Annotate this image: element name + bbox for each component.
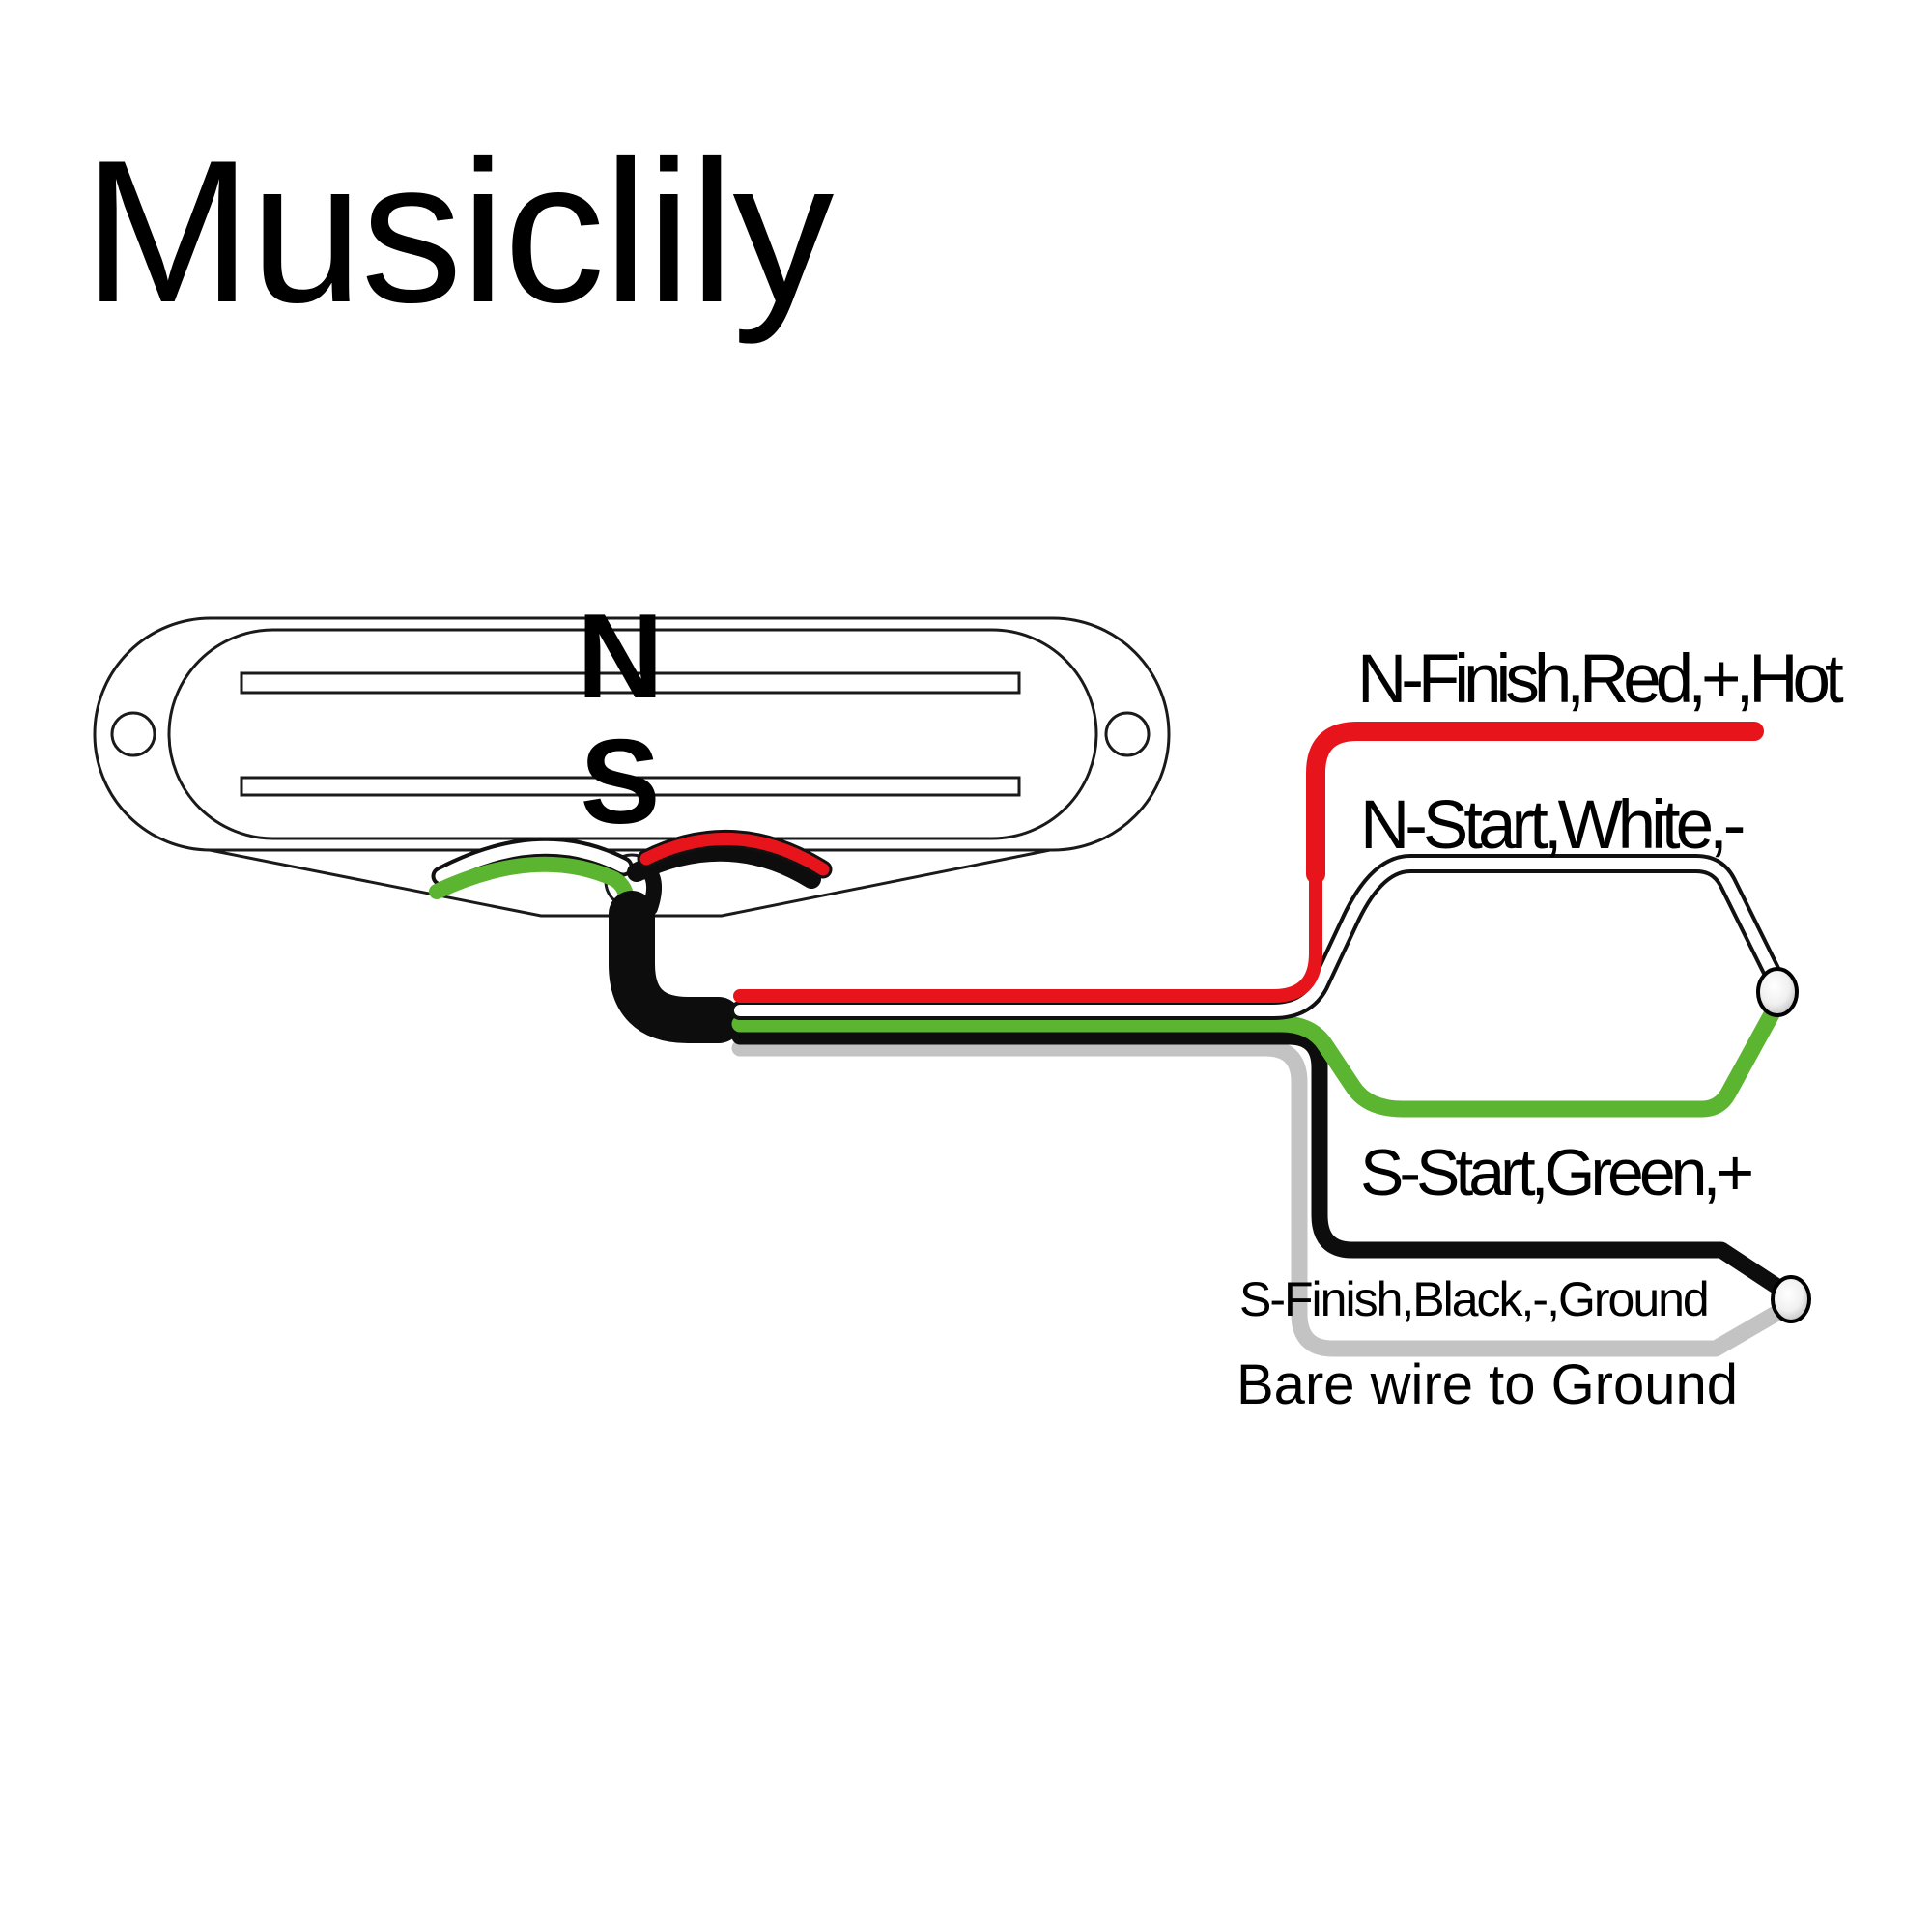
south-pole-label: S	[581, 716, 661, 849]
red-wire-top-run	[1306, 722, 1764, 884]
solder-joint-bottom	[1771, 1275, 1811, 1323]
white-wire-outline	[730, 854, 1783, 1020]
label-n-start: N-Start,White,-	[1360, 787, 1744, 864]
red-pigtail	[639, 832, 830, 876]
green-pigtail	[429, 856, 636, 923]
pickup-mounting-hole-right	[1104, 711, 1151, 757]
white-pigtail	[435, 840, 630, 883]
cable-jacket	[609, 891, 742, 1043]
brand-title: Musiclily	[83, 118, 834, 345]
red-wire	[733, 863, 1322, 1003]
pickup-mounting-hole-left	[110, 711, 156, 757]
pickup-rail-bottom	[240, 776, 1021, 797]
bare-wire	[731, 1039, 1784, 1357]
north-pole-label: N	[577, 590, 664, 724]
solder-joint-top	[1756, 967, 1799, 1017]
label-n-finish: N-Finish,Red,+,Hot	[1357, 641, 1844, 718]
label-bare-wire: Bare wire to Ground	[1236, 1353, 1738, 1416]
pickup-rail-top	[240, 671, 1021, 695]
black-wire	[731, 1028, 1792, 1299]
label-s-finish: S-Finish,Black,-,Ground	[1239, 1272, 1708, 1326]
label-s-start: S-Start,Green,+	[1360, 1136, 1751, 1209]
pickup	[93, 616, 1171, 918]
green-wire	[731, 1006, 1780, 1118]
white-wire	[734, 858, 1779, 1016]
